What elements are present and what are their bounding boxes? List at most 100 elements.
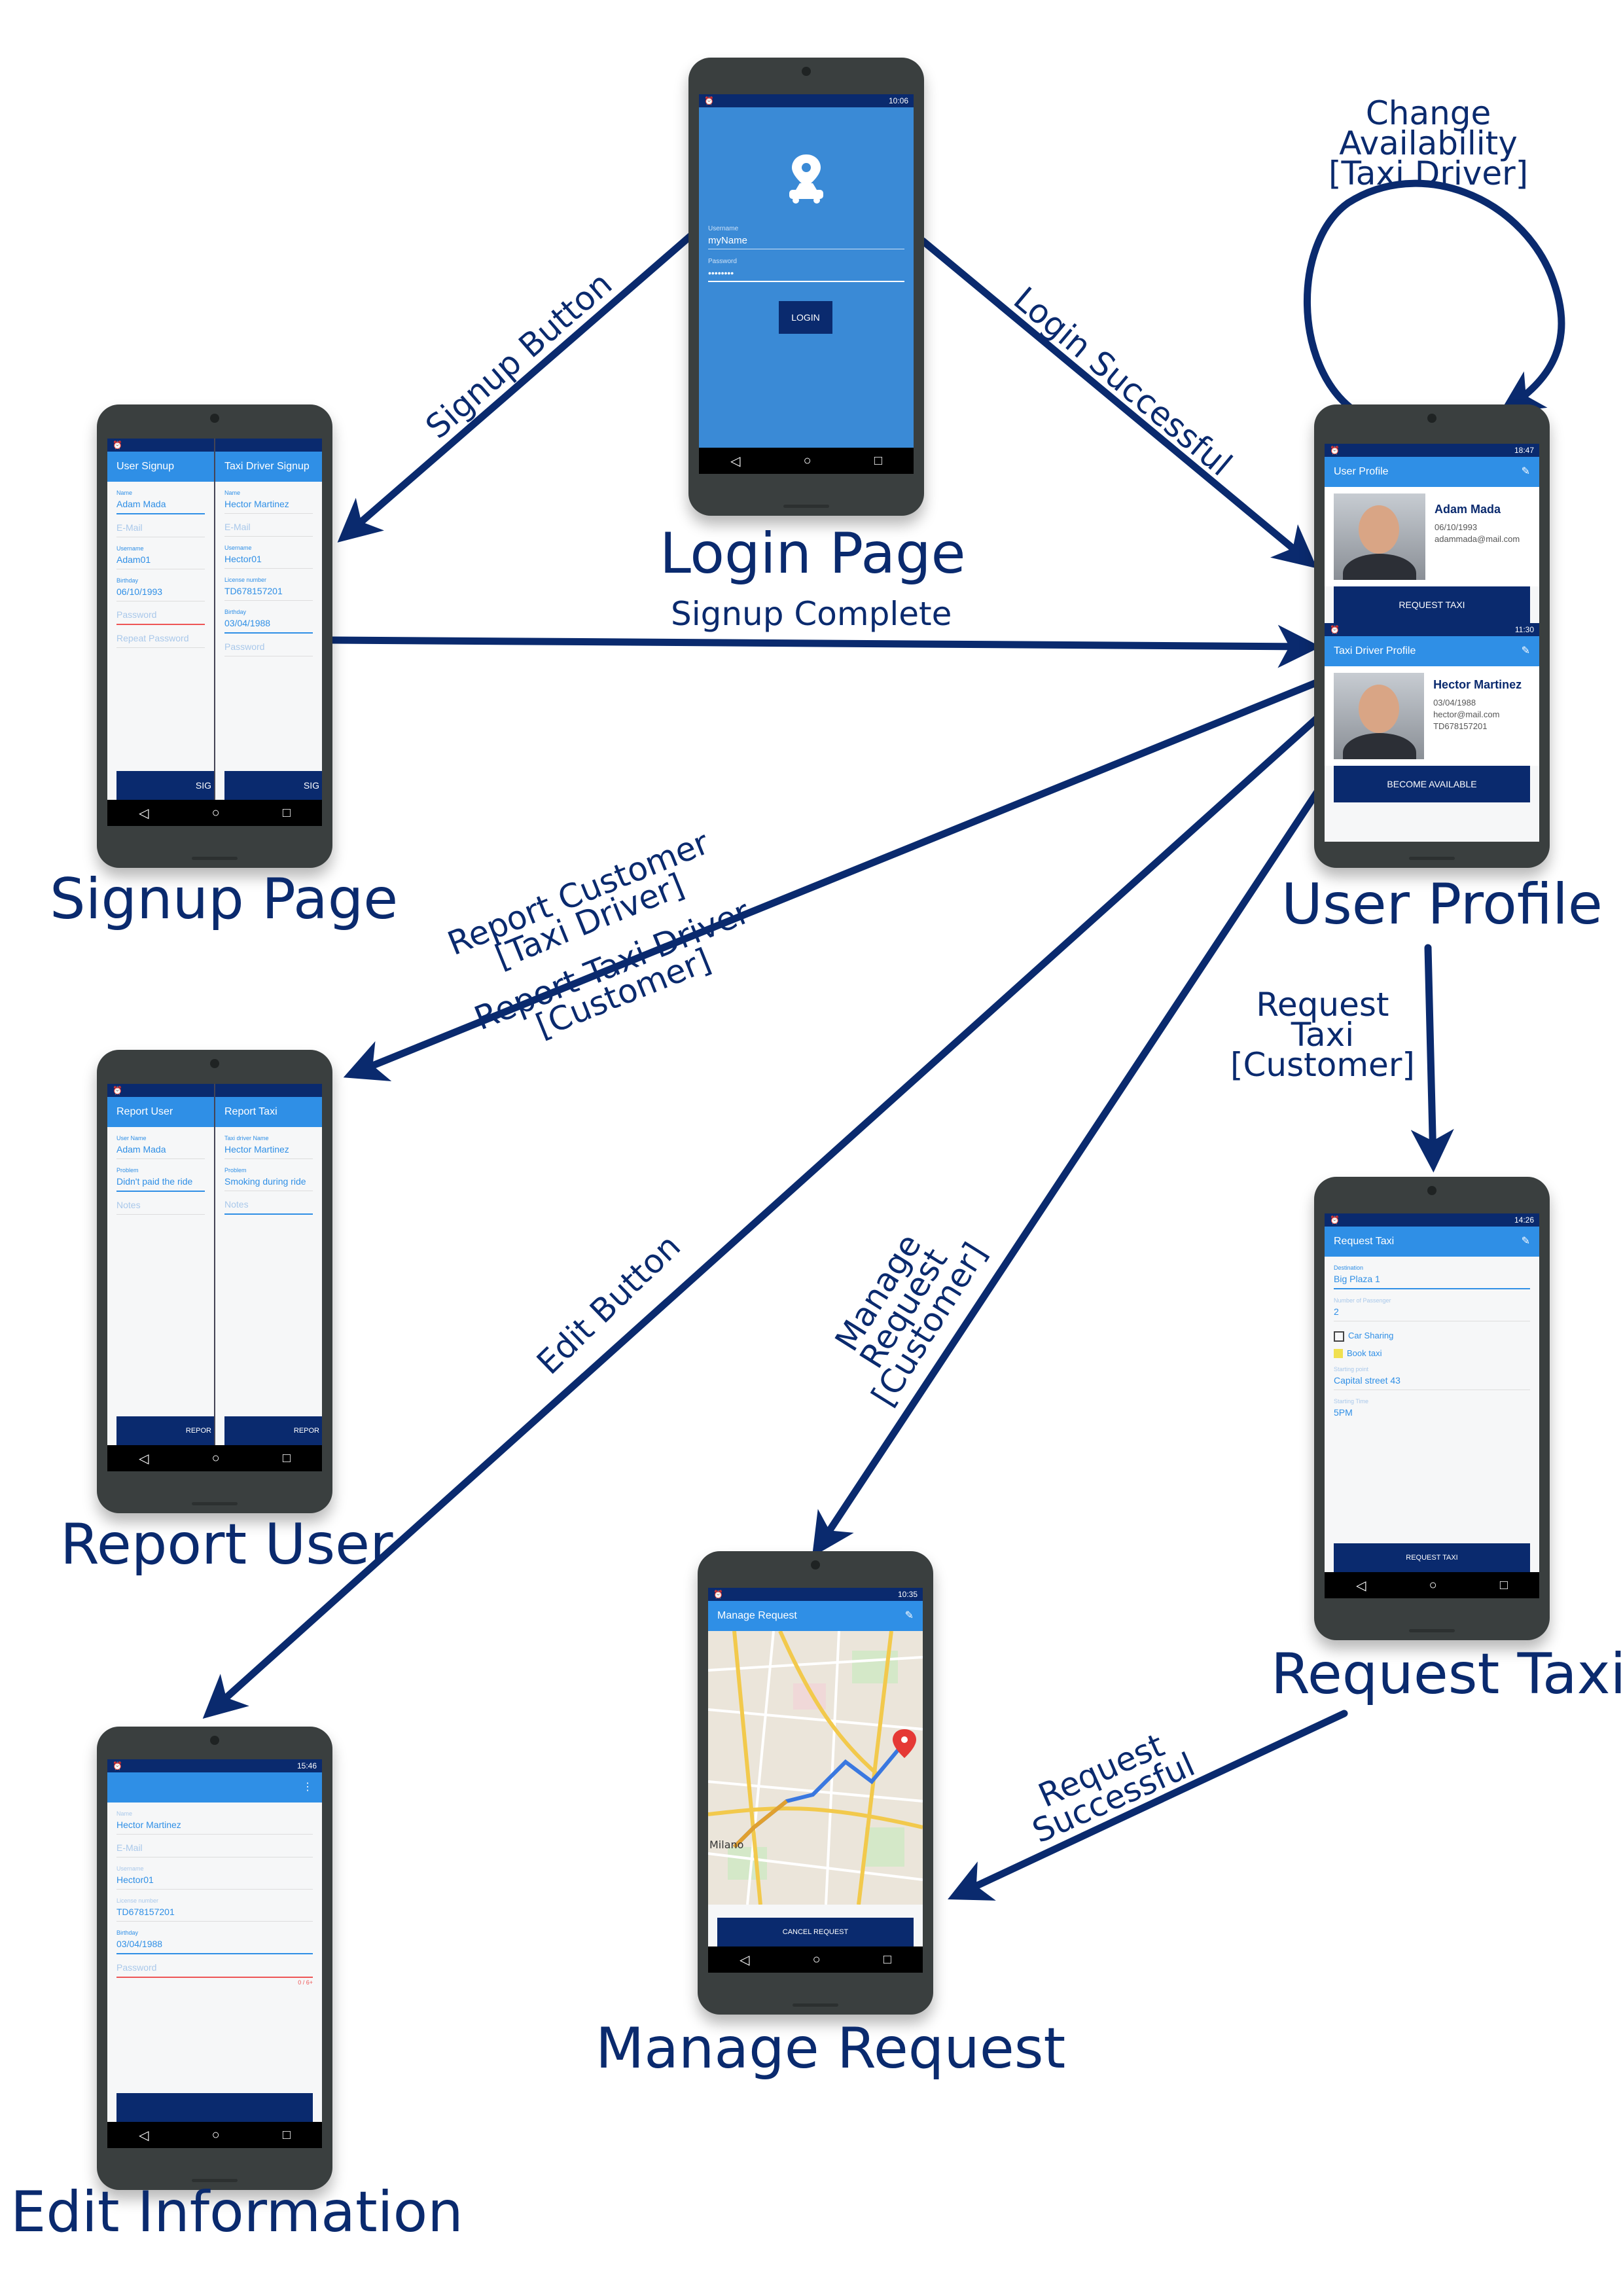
password-value: •••••••• — [708, 268, 734, 278]
repeat-password-field[interactable]: Repeat Password — [116, 633, 205, 648]
status-time: 18:47 — [1514, 446, 1534, 455]
home-icon[interactable]: ○ — [812, 1952, 821, 1967]
edge-label-signup-complete: Signup Complete — [671, 595, 952, 633]
request-taxi-appbar: Request Taxi✎ — [1325, 1227, 1539, 1257]
recents-icon[interactable]: □ — [282, 805, 291, 820]
report-taxi-button[interactable]: REPOR — [224, 1416, 322, 1445]
field-placeholder: Password — [116, 609, 157, 620]
save-button[interactable] — [116, 2093, 313, 2122]
field-placeholder: Password — [224, 641, 265, 652]
edit-icon[interactable]: ✎ — [1521, 466, 1530, 477]
email-field[interactable]: E-Mail — [116, 522, 205, 537]
become-available-button[interactable]: BECOME AVAILABLE — [1334, 766, 1530, 802]
field-value: Adam01 — [116, 554, 151, 565]
field-label: Username — [116, 1865, 144, 1872]
edit-icon[interactable]: ✎ — [1521, 645, 1530, 656]
recents-icon[interactable]: □ — [883, 1952, 891, 1967]
book-taxi-checkbox[interactable]: Book taxi — [1334, 1348, 1530, 1359]
driver-signup-button[interactable]: SIG — [224, 771, 322, 800]
recents-icon[interactable]: □ — [1499, 1577, 1508, 1592]
arrow-edit-button — [202, 713, 1322, 1719]
recents-icon[interactable]: □ — [282, 1450, 291, 1465]
arrow-request-successful — [948, 1710, 1348, 1901]
edit-icon[interactable]: ✎ — [904, 1610, 914, 1621]
back-icon[interactable]: ◁ — [139, 806, 149, 821]
nav-bar: ◁ ○ □ — [107, 2122, 322, 2148]
field-label: Birthday — [116, 1929, 139, 1936]
user-signup-button[interactable]: SIG — [116, 771, 214, 800]
driver-email: hector@mail.com — [1433, 709, 1500, 719]
back-icon[interactable]: ◁ — [740, 1952, 750, 1967]
password-field[interactable]: Password •••••••• — [708, 258, 904, 282]
report-user-button[interactable]: REPOR — [116, 1416, 214, 1445]
notes-field[interactable]: Notes — [224, 1199, 313, 1215]
recents-icon[interactable]: □ — [874, 453, 882, 468]
edge-label-line: Availability — [1339, 124, 1518, 162]
arrow-signup-button — [337, 230, 696, 543]
field-label: Name — [116, 1810, 133, 1817]
home-icon[interactable]: ○ — [211, 805, 220, 820]
recents-icon[interactable]: □ — [282, 2127, 291, 2142]
back-icon[interactable]: ◁ — [1356, 1578, 1366, 1593]
node-label-manage: Manage Request — [596, 2016, 1066, 2081]
user-avatar — [1334, 493, 1425, 580]
edit-icon[interactable]: ✎ — [1521, 1236, 1530, 1247]
field-label: Name — [116, 490, 133, 496]
home-icon[interactable]: ○ — [1429, 1577, 1437, 1592]
notes-field[interactable]: Notes — [116, 1200, 205, 1215]
home-icon[interactable]: ○ — [803, 453, 812, 468]
field-value: Hector Martinez — [116, 1820, 181, 1830]
more-options-icon[interactable]: ⋮ — [302, 1782, 313, 1793]
username-field[interactable]: Username myName — [708, 225, 904, 249]
password-field[interactable]: Password — [224, 641, 313, 656]
email-field[interactable]: E-Mail — [224, 522, 313, 537]
request-taxi-button[interactable]: REQUEST TAXI — [1334, 586, 1530, 623]
password-field[interactable]: Password — [116, 609, 205, 625]
back-icon[interactable]: ◁ — [139, 1451, 149, 1466]
password-field[interactable]: Password — [116, 1962, 313, 1978]
report-taxi-title: Report Taxi — [224, 1106, 277, 1117]
request-taxi-submit-button[interactable]: REQUEST TAXI — [1334, 1543, 1530, 1572]
status-time: 15:46 — [296, 1761, 317, 1770]
route-map[interactable]: Milano — [708, 1631, 923, 1905]
back-icon[interactable]: ◁ — [139, 2128, 149, 2143]
arrow-login-successful — [919, 237, 1317, 569]
cancel-request-button[interactable]: CANCEL REQUEST — [717, 1918, 914, 1946]
field-label: Taxi driver Name — [224, 1135, 269, 1141]
field-label: User Name — [116, 1135, 147, 1141]
back-icon[interactable]: ◁ — [730, 454, 741, 469]
car-sharing-checkbox[interactable]: Car Sharing — [1334, 1331, 1530, 1342]
field-label: Starting Time — [1334, 1398, 1369, 1405]
manage-screen: ⏰10:35 Manage Request✎ — [708, 1588, 923, 1973]
home-icon[interactable]: ○ — [211, 2127, 220, 2142]
home-icon[interactable]: ○ — [211, 1450, 220, 1465]
email-field[interactable]: E-Mail — [116, 1842, 313, 1857]
taxi-location-icon — [784, 153, 829, 206]
status-time: 14:26 — [1514, 1215, 1534, 1225]
login-button[interactable]: LOGIN — [779, 301, 832, 334]
field-label: Name — [224, 490, 241, 496]
field-value: TD678157201 — [224, 586, 283, 596]
